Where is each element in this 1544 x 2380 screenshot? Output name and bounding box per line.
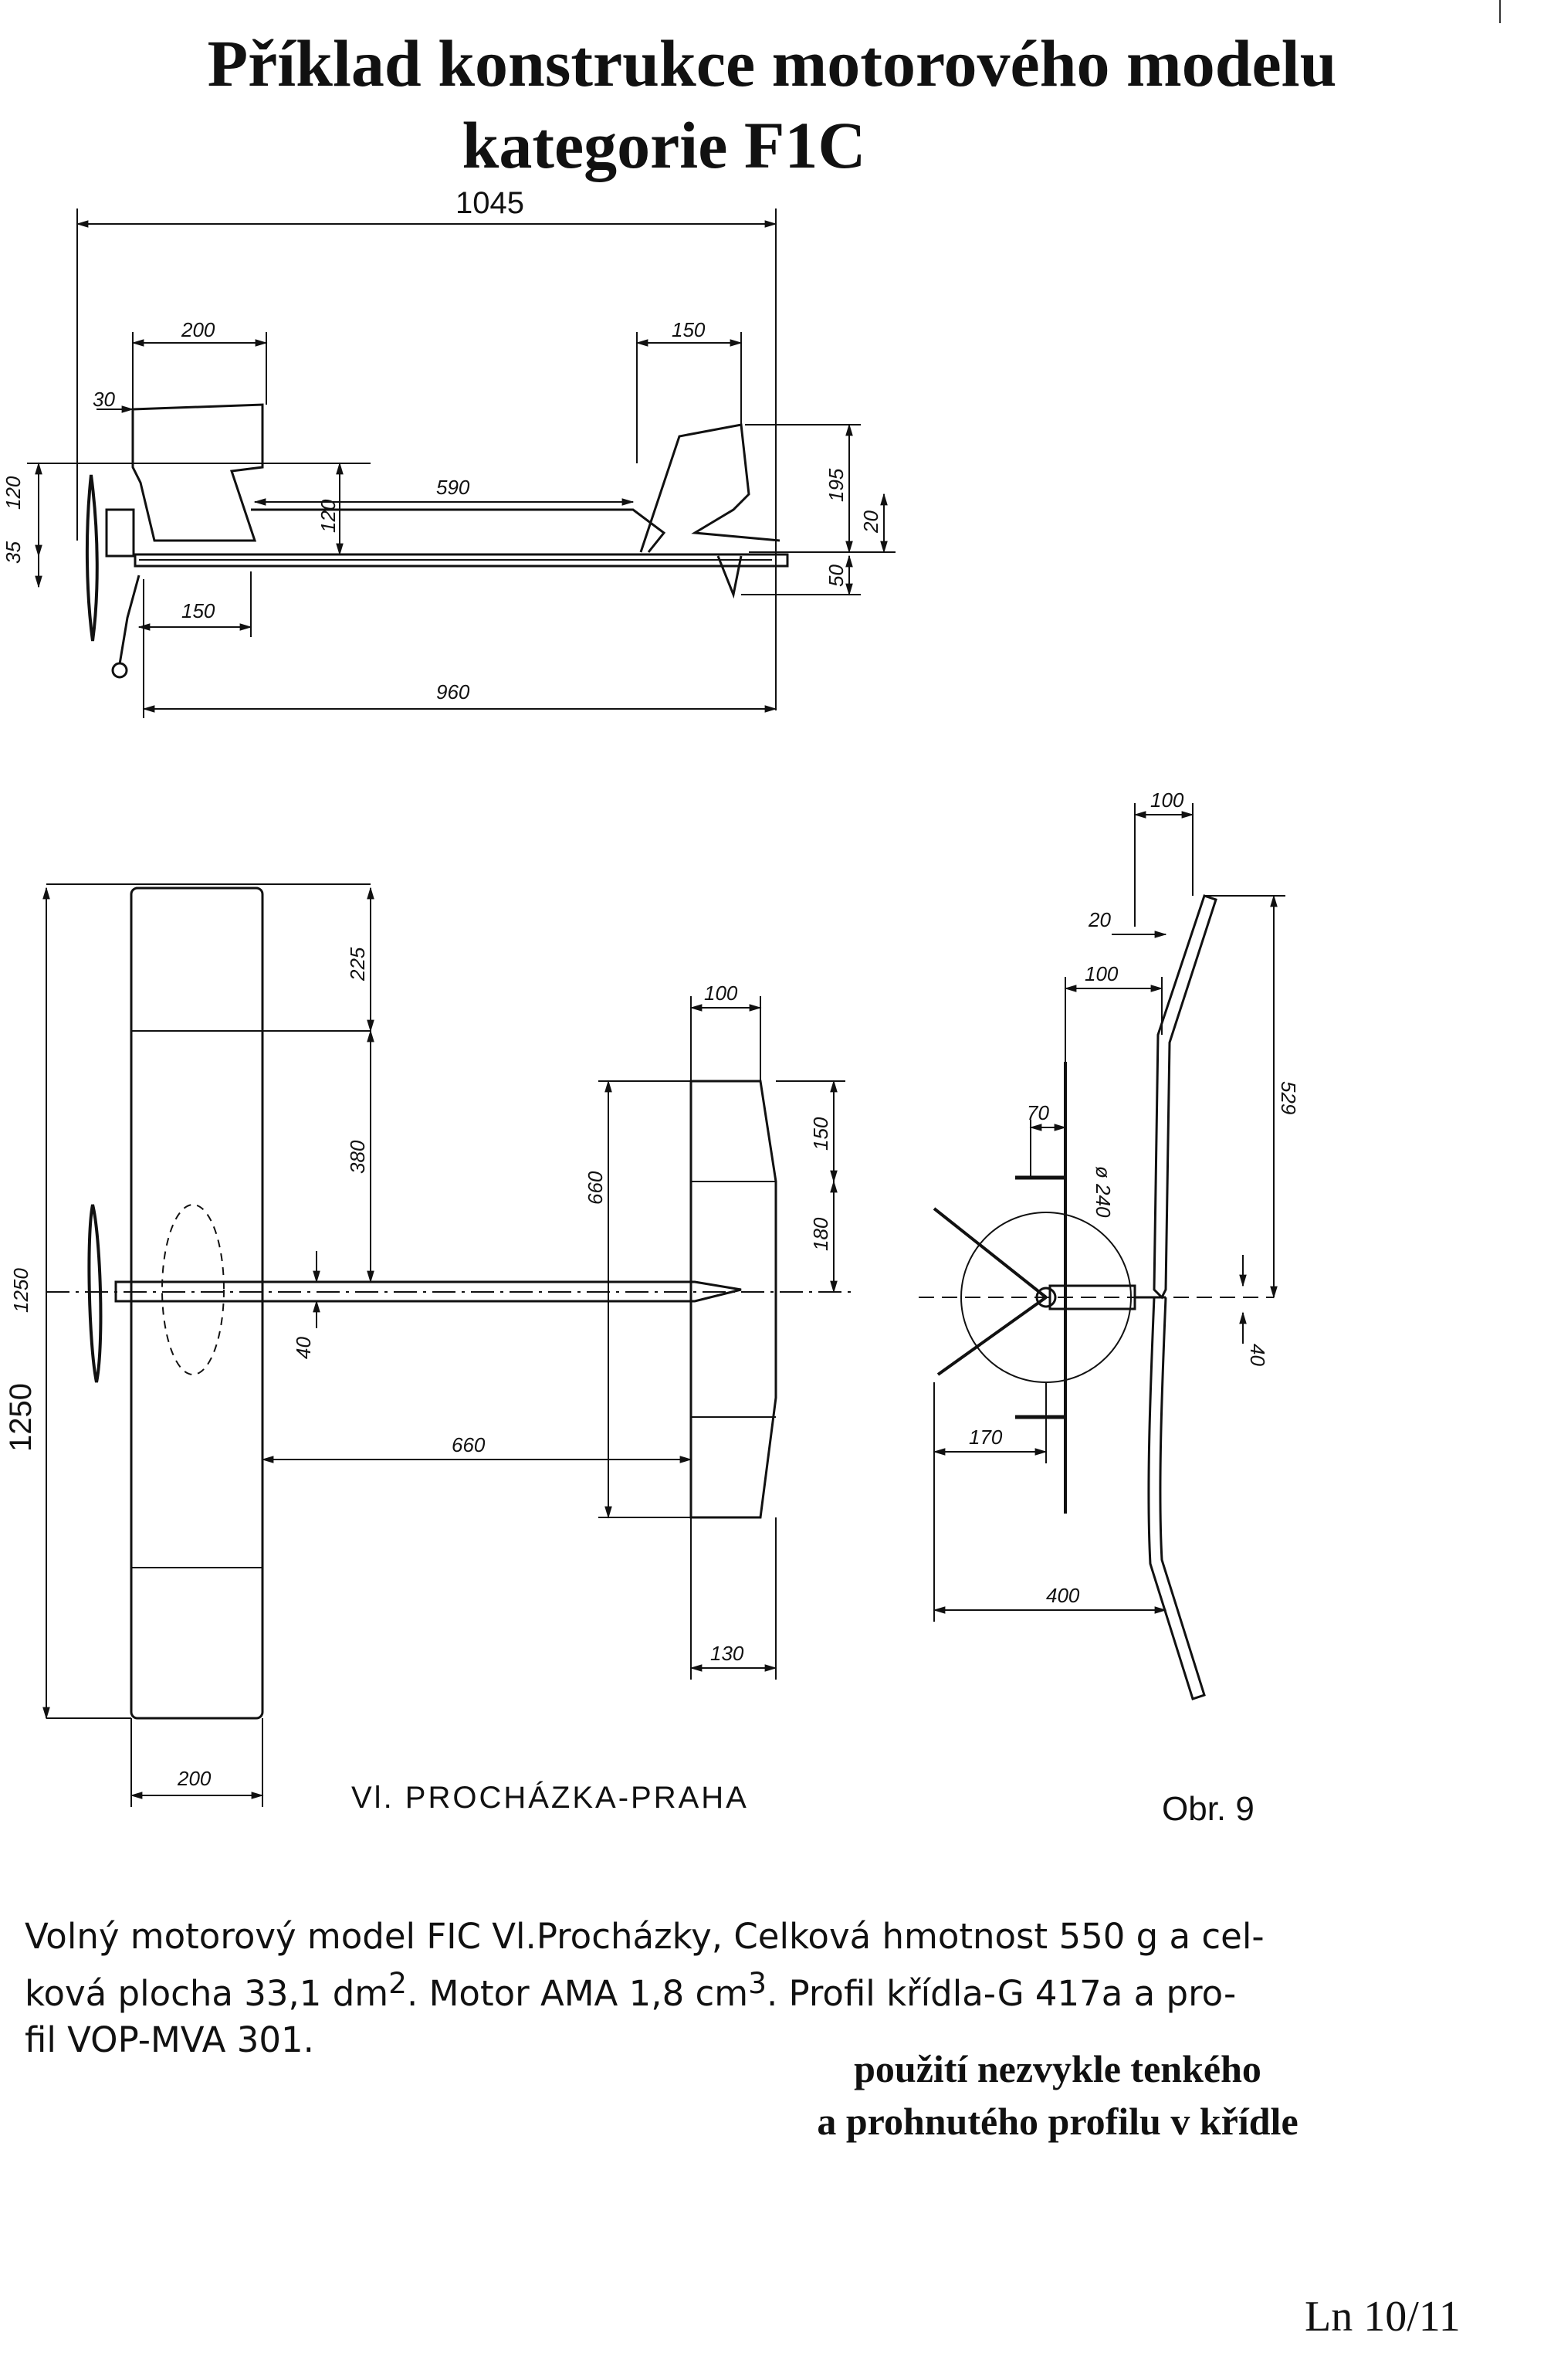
page-title-line1: Příklad konstrukce motorového modelu — [207, 26, 1337, 100]
dim-wing-to-tail: 960 — [436, 680, 470, 703]
dim-stab-180: 180 — [809, 1217, 832, 1251]
side-view — [85, 403, 789, 679]
dim-front-offset-40: 40 — [1246, 1344, 1269, 1366]
dim-prop-offset: 30 — [93, 388, 115, 411]
dim-stab-150: 150 — [809, 1117, 832, 1151]
figure-label: Obr. 9 — [1162, 1790, 1254, 1828]
page-number: Ln 10/11 — [1305, 2293, 1461, 2341]
caption-line1: Volný motorový model FIC Vl.Procházky, C… — [25, 1916, 1265, 1957]
side-view-dimension-lines — [27, 209, 896, 718]
dim-half-400: 400 — [1046, 1584, 1080, 1607]
dim-tail-arm-660h: 660 — [452, 1433, 486, 1456]
dim-stab-height: 195 — [824, 468, 848, 502]
dim-wing-chord: 200 — [177, 1767, 212, 1790]
dim-stab-chord: 100 — [704, 981, 738, 1005]
dim-nose-35: 35 — [2, 541, 25, 564]
dim-front-top-100: 100 — [1150, 788, 1184, 812]
dim-overall-length: 1045 — [455, 186, 524, 220]
dim-dihedral-20: 20 — [1088, 908, 1111, 931]
caption-line2: ková plocha 33,1 dm2. Motor AMA 1,8 cm3.… — [25, 1966, 1237, 2014]
author-credit: Vl. PROCHÁZKA-PRAHA — [351, 1781, 749, 1815]
front-view-dimension-lines — [933, 803, 1285, 1622]
dim-stab-20: 20 — [859, 510, 882, 534]
note-line1: použití nezvykle tenkého — [854, 2047, 1261, 2090]
page-title-line2: kategorie F1C — [462, 108, 866, 182]
scan-edge-mark — [1499, 0, 1501, 23]
top-view-dimension-lines — [42, 883, 845, 1807]
dim-cabane-width: 200 — [181, 318, 215, 341]
dim-tail-arm-660v: 660 — [584, 1171, 607, 1205]
dim-prop-240: ø 240 — [1092, 1166, 1115, 1218]
dim-nose-height-120: 120 — [317, 499, 340, 533]
dim-stab-130: 130 — [710, 1642, 744, 1665]
dim-offset-100: 100 — [1085, 962, 1119, 985]
dim-wingspan-inner: 1250 — [9, 1268, 32, 1313]
dim-tip-225: 225 — [346, 947, 369, 981]
dim-fin-170: 170 — [969, 1426, 1003, 1449]
dim-wingspan-vertical: 1250 — [4, 1383, 38, 1452]
dim-stab-50: 50 — [824, 564, 848, 587]
dim-pylon-height: 120 — [2, 476, 25, 510]
note-line2: a prohnutého profilu v křídle — [817, 2100, 1299, 2143]
front-view — [919, 894, 1274, 1700]
dim-fin-70: 70 — [1027, 1101, 1049, 1124]
caption-line3: fil VOP-MVA 301. — [25, 2019, 314, 2060]
top-view — [46, 887, 857, 1720]
dim-center-380: 380 — [346, 1140, 369, 1174]
dim-tail-span: 590 — [436, 476, 470, 499]
dim-dihedral-529: 529 — [1277, 1081, 1300, 1114]
dim-nose-150: 150 — [181, 599, 215, 622]
dim-offset-40: 40 — [292, 1337, 315, 1359]
dim-fin-width: 150 — [672, 318, 706, 341]
figure-caption: Volný motorový model FIC Vl.Procházky, C… — [25, 1914, 1322, 2063]
